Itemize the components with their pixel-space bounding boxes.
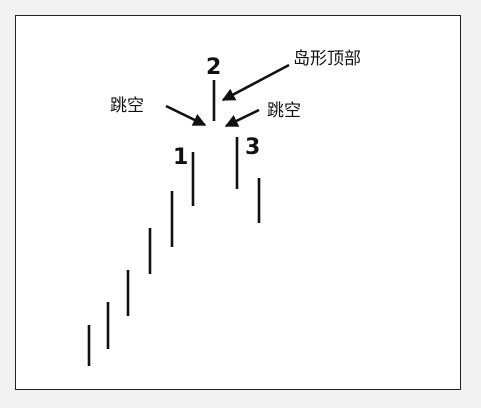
island-top-arrow: [221, 63, 290, 102]
label-2: 2: [206, 55, 221, 80]
island-top-label: 岛形顶部: [293, 49, 361, 69]
label-3: 3: [245, 135, 260, 160]
right-gap-arrow: [224, 108, 260, 128]
left-gap-label: 跳空: [110, 96, 144, 116]
left-gap-arrow: [165, 104, 207, 127]
label-1: 1: [173, 145, 188, 170]
right-gap-label: 跳空: [267, 101, 301, 121]
